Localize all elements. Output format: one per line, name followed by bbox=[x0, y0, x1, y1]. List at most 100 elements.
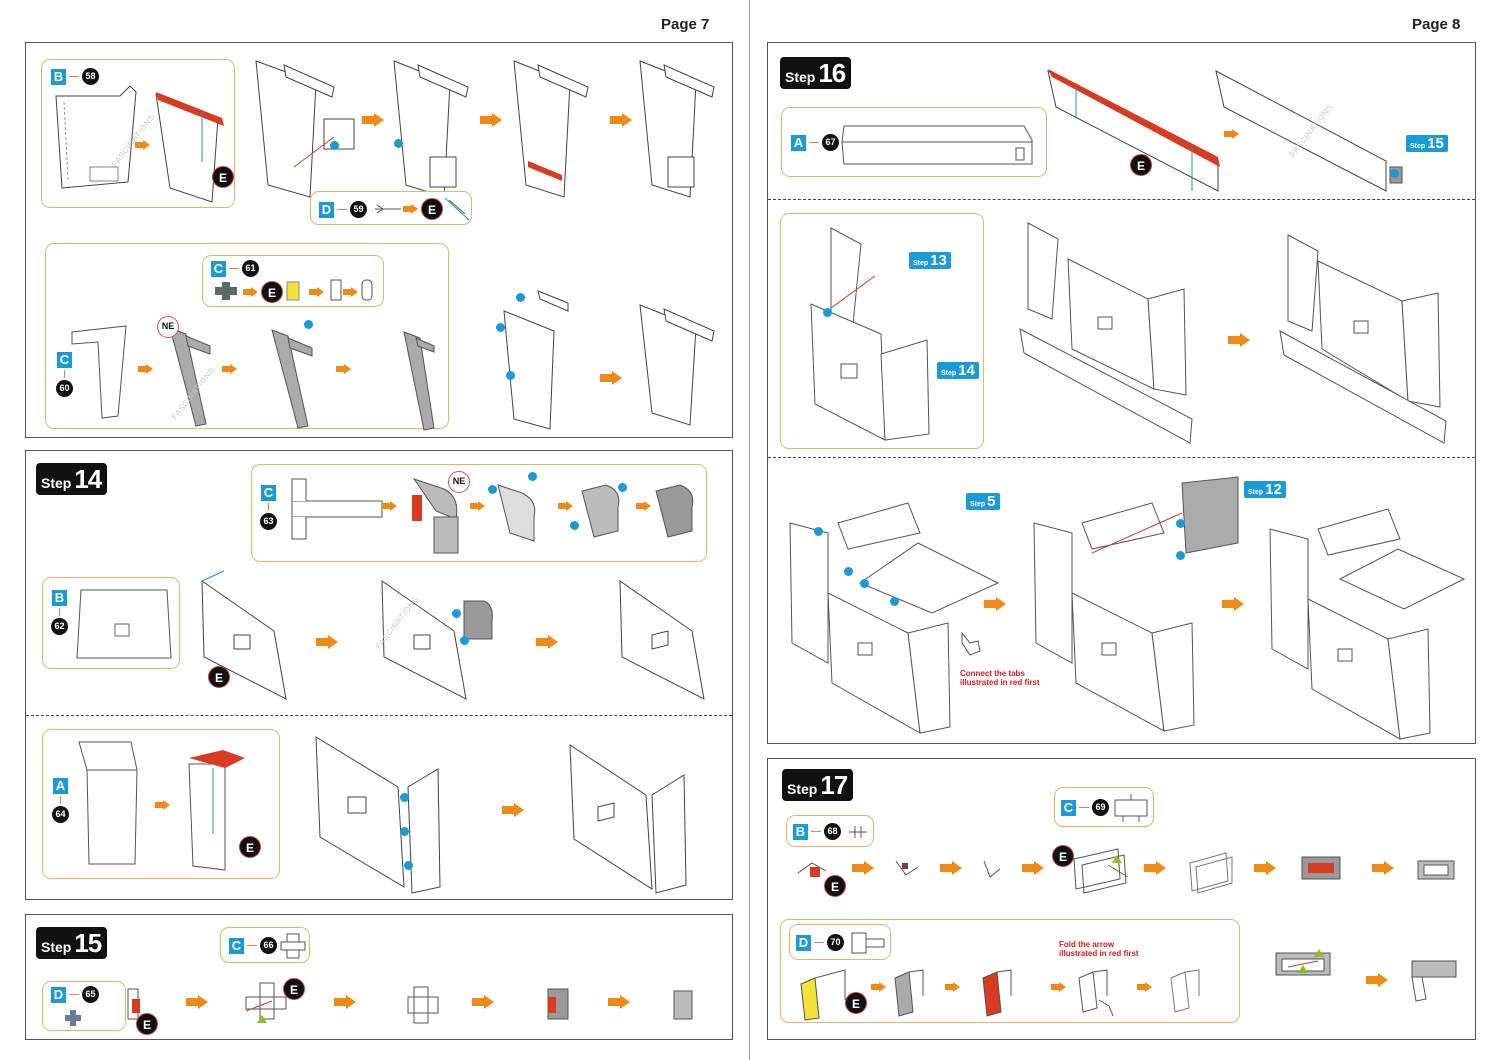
sub-assembly-diagram bbox=[810, 227, 930, 441]
part-folded-diagram bbox=[271, 329, 313, 429]
part-badge-c66: C 66 bbox=[229, 937, 277, 954]
part-folded-diagram bbox=[155, 92, 224, 203]
part-badge-c63: C 63 bbox=[260, 485, 277, 530]
glue-dot bbox=[460, 636, 469, 645]
part-number: 58 bbox=[82, 68, 99, 85]
glue-dot bbox=[400, 793, 409, 802]
assembly-diagram-1 bbox=[255, 60, 355, 198]
step-number-label: Step 14 bbox=[36, 463, 108, 495]
glue-mark-e: E bbox=[212, 166, 234, 188]
step-number-label: Step 16 bbox=[780, 57, 852, 89]
glue-dot bbox=[304, 320, 313, 329]
glue-mark-e: E bbox=[824, 875, 846, 897]
assembly-result-diagram bbox=[1279, 234, 1447, 444]
callout-c69: C 69 bbox=[1054, 787, 1154, 827]
callout-b68: B 68 bbox=[786, 815, 874, 847]
part-folded-diagram bbox=[127, 988, 140, 1020]
part-folded-diagram bbox=[895, 860, 919, 876]
sheet-letter: C bbox=[261, 485, 276, 501]
step-number-label: Step 15 bbox=[36, 927, 108, 959]
glue-dot bbox=[404, 861, 413, 870]
part-number: 65 bbox=[82, 986, 99, 1003]
glue-mark-e: E bbox=[421, 198, 443, 220]
glue-dot bbox=[452, 609, 461, 618]
assembly-diagram bbox=[1033, 476, 1239, 732]
assembly-diagram bbox=[789, 502, 1000, 734]
sheet-letter: B bbox=[52, 590, 67, 606]
part-number: 63 bbox=[260, 513, 277, 530]
part-flat-diagram bbox=[1114, 794, 1148, 822]
part-result-diagram bbox=[655, 484, 694, 538]
glue-dot bbox=[890, 597, 899, 606]
part-number: 59 bbox=[350, 201, 367, 218]
no-glue-mark-ne: NE bbox=[448, 471, 470, 493]
section-divider bbox=[768, 199, 1475, 200]
sheet-letter: C bbox=[1061, 799, 1076, 816]
part-badge-b58: B 58 bbox=[51, 68, 99, 85]
part-result-diagram bbox=[403, 331, 435, 431]
instruction-note-fold-arrow: Fold the arrow illustrated in red first bbox=[1059, 940, 1139, 958]
page-number-left: Page 7 bbox=[661, 16, 710, 33]
callout-d59: D 59 E bbox=[310, 191, 472, 225]
part-number: 64 bbox=[52, 806, 69, 823]
step-reference-14: Step 14 bbox=[937, 362, 979, 379]
glue-mark-e: E bbox=[208, 666, 230, 688]
assembly-result-diagram bbox=[673, 990, 693, 1020]
glue-dot bbox=[400, 827, 409, 836]
part-folded-diagram bbox=[983, 860, 1001, 878]
glue-mark-e: E bbox=[1130, 154, 1152, 176]
glue-dot bbox=[814, 527, 823, 536]
sheet-letter: D bbox=[319, 201, 334, 218]
part-folded-diagram bbox=[330, 279, 342, 301]
page-gutter-divider bbox=[749, 0, 750, 1060]
part-piece-diagram bbox=[375, 204, 401, 214]
page-number-right: Page 8 bbox=[1412, 16, 1461, 33]
step14-panel: Step 14 C 63 NE B 62 E bbox=[25, 450, 733, 900]
glue-dot bbox=[570, 521, 579, 530]
part-number: 68 bbox=[824, 823, 841, 840]
assembly-diagram-4 bbox=[503, 290, 569, 430]
part-flat-diagram bbox=[851, 932, 885, 954]
sheet-letter: C bbox=[57, 352, 72, 368]
part-flat-diagram bbox=[78, 741, 138, 865]
assembly-diagram bbox=[407, 986, 439, 1024]
part-flat-diagram bbox=[841, 125, 1033, 165]
part-badge-d65: D 65 bbox=[51, 986, 99, 1003]
part-result-diagram bbox=[1170, 969, 1200, 1013]
sheet-letter: B bbox=[51, 68, 66, 85]
part-number: 62 bbox=[51, 618, 68, 635]
assembly-diagram bbox=[1301, 856, 1341, 880]
assembly-diagram-2 bbox=[393, 60, 469, 198]
assembly-diagram bbox=[1275, 952, 1331, 976]
section-divider bbox=[26, 715, 732, 716]
assembly-diagram bbox=[245, 982, 287, 1020]
part-badge-c69: C 69 bbox=[1061, 799, 1109, 816]
part-flat-diagram bbox=[291, 478, 383, 540]
assembly-result-diagram bbox=[639, 60, 715, 198]
sub-assembly-panel-d70: D 70 E Fold the arrow illustrated in red… bbox=[780, 919, 1240, 1023]
callout-d70: D 70 bbox=[789, 924, 891, 960]
step-reference-15: Step 15 bbox=[1406, 135, 1448, 152]
callout-c66: C 66 bbox=[220, 927, 310, 963]
sheet-letter: C bbox=[229, 937, 244, 954]
glue-mark-e: E bbox=[283, 978, 305, 1000]
part-number: 60 bbox=[56, 380, 73, 397]
glue-mark-e: E bbox=[136, 1013, 158, 1035]
assembly-diagram bbox=[1019, 222, 1193, 444]
sheet-letter: B bbox=[793, 823, 808, 840]
assembly-result-diagram bbox=[639, 304, 715, 426]
step15-panel: Step 15 D 65 E C 66 E bbox=[25, 914, 733, 1040]
sub-assembly-callout: Step 13 Step 14 bbox=[780, 213, 984, 449]
callout-b62: B 62 bbox=[42, 577, 180, 669]
part-folded-diagram bbox=[982, 969, 1012, 1017]
part-number: 61 bbox=[242, 260, 259, 277]
step13-continuation-panel: B 58 E FASCINATIONS bbox=[25, 42, 733, 438]
glue-dot bbox=[488, 485, 497, 494]
assembly-diagram bbox=[381, 580, 493, 700]
glue-dot bbox=[330, 141, 339, 150]
part-badge-a64: A 64 bbox=[52, 778, 69, 823]
glue-dot bbox=[1176, 519, 1185, 528]
glue-dot bbox=[618, 483, 627, 492]
assembly-diagram bbox=[1073, 848, 1129, 894]
glue-dot bbox=[860, 579, 869, 588]
